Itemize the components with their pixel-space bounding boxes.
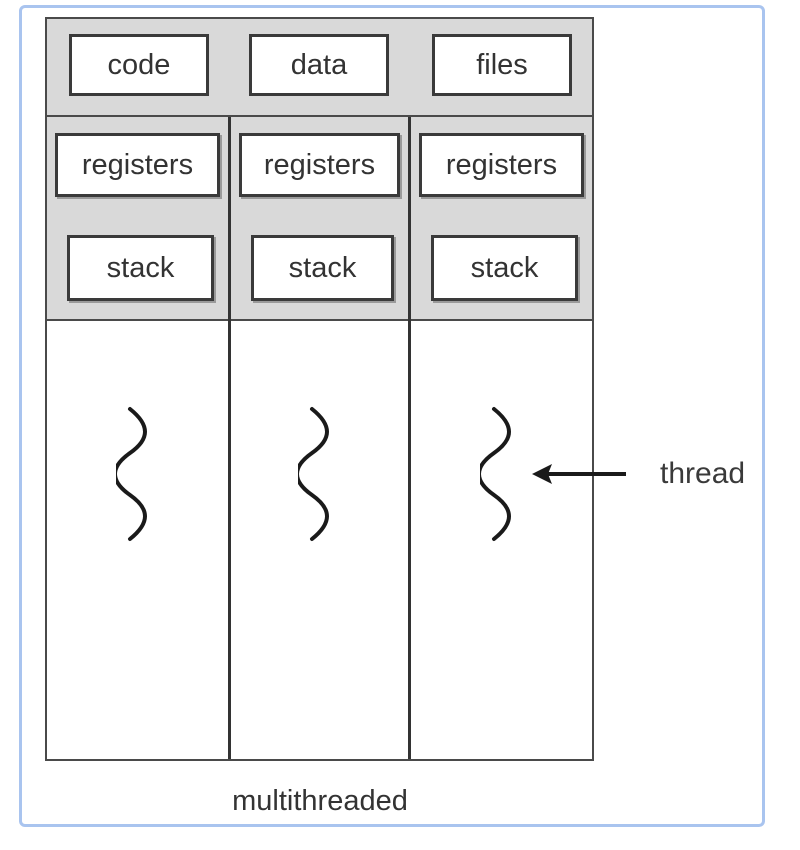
thread-private-region: registers stack xyxy=(231,117,408,321)
shared-data-box: data xyxy=(249,34,389,96)
thread-squiggle-icon xyxy=(297,407,329,541)
shared-files-box: files xyxy=(432,34,572,96)
diagram-caption: multithreaded xyxy=(232,785,408,817)
thread-squiggle-icon xyxy=(479,407,511,541)
stack-box: stack xyxy=(67,235,214,301)
shared-resources-region: code data files xyxy=(47,19,592,117)
registers-box: registers xyxy=(55,133,220,197)
thread-private-region: registers stack xyxy=(411,117,592,321)
process-box: code data files registers stack register… xyxy=(45,17,594,761)
diagram-frame xyxy=(19,5,765,827)
thread-column-1: registers stack xyxy=(47,117,228,759)
stack-box: stack xyxy=(251,235,394,301)
thread-column-3: registers stack xyxy=(408,117,592,759)
registers-box: registers xyxy=(239,133,400,197)
registers-box: registers xyxy=(419,133,584,197)
stack-box: stack xyxy=(431,235,578,301)
thread-annotation-label: thread xyxy=(660,457,746,490)
thread-private-region: registers stack xyxy=(47,117,228,321)
shared-code-box: code xyxy=(69,34,209,96)
thread-column-2: registers stack xyxy=(228,117,408,759)
thread-squiggle-icon xyxy=(115,407,147,541)
thread-pointer-arrow-icon xyxy=(532,464,626,484)
